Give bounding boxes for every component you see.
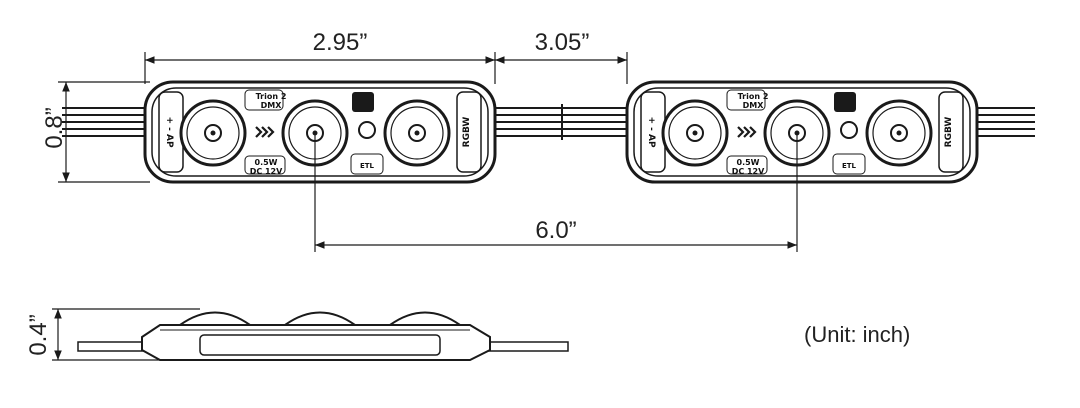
cert-label: ETL [360,162,375,170]
module-1-labels: Trion 2 DMX 0.5W DC 12V ETL + - AP RGBW [164,92,472,176]
cable-left [62,107,145,137]
module-length-label: 2.95” [313,29,368,56]
protocol-label: DMX [261,101,283,110]
module-height-label: 0.8” [41,107,68,148]
dimension-pitch [314,133,798,252]
voltage-label: DC 12V [250,167,283,176]
color-label: RGBW [944,117,954,148]
protocol-label: DMX [743,101,765,110]
pitch-label: 6.0” [535,217,576,244]
cable-middle [490,104,630,140]
color-label: RGBW [462,117,472,148]
power-label: 0.5W [737,158,760,167]
dimension-module-height [58,81,150,183]
profile-height-label: 0.4” [25,314,52,355]
brand-label: Trion 2 [738,92,769,101]
cert-label: ETL [842,162,857,170]
dimension-gap [495,52,628,84]
voltage-label: DC 12V [732,167,765,176]
dimension-module-length [144,52,496,84]
brand-label: Trion 2 [256,92,287,101]
led-module-2 [625,80,979,184]
led-module-1 [143,80,497,184]
gap-label: 3.05” [535,29,590,56]
polarity-label: + - AP [646,116,656,148]
unit-note: (Unit: inch) [804,322,911,347]
power-label: 0.5W [255,158,278,167]
module-2-labels: Trion 2 DMX 0.5W DC 12V ETL + - AP RGBW [646,92,954,176]
cable-right [968,107,1035,137]
led-module-profile [77,311,569,361]
dimension-profile-height [52,308,200,361]
polarity-label: + - AP [164,116,174,148]
